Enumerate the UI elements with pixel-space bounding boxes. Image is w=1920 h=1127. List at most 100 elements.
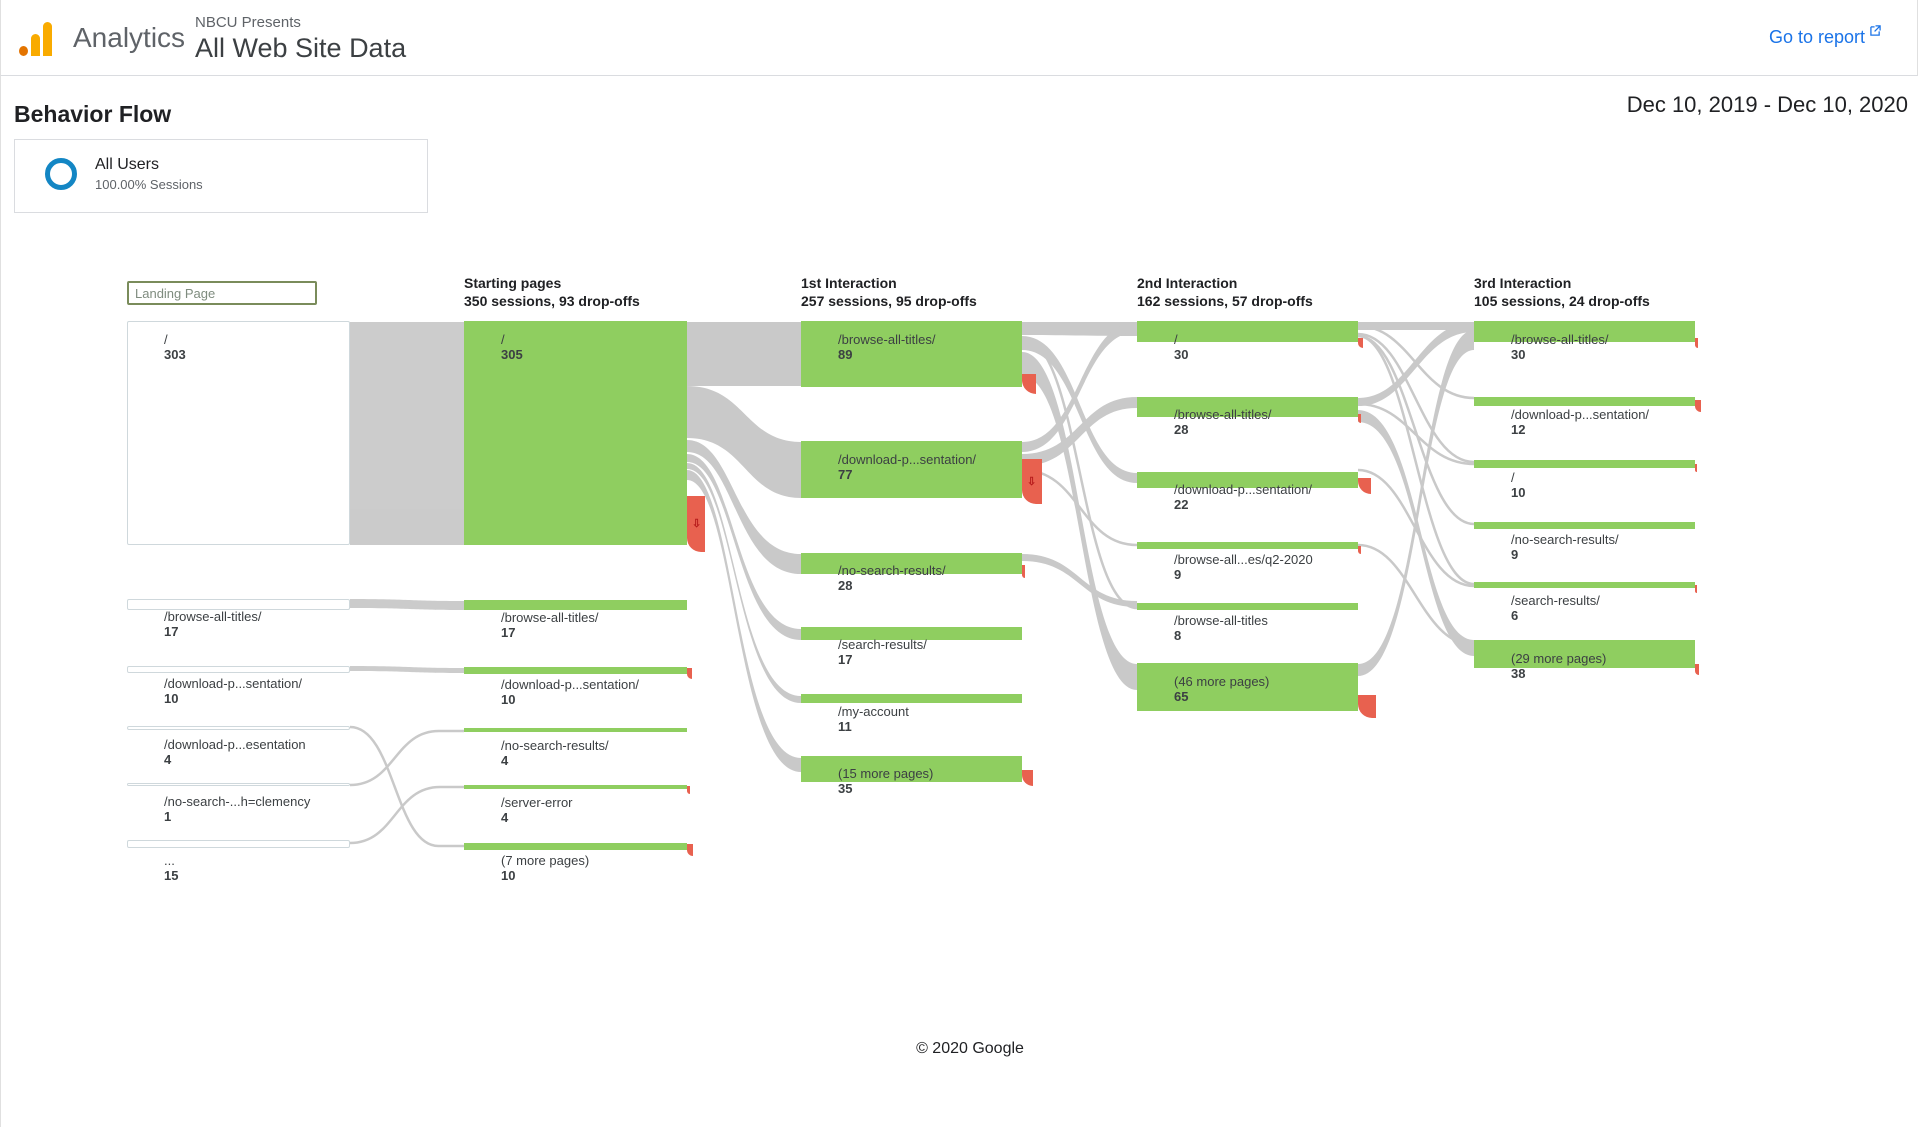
first-node[interactable] xyxy=(801,694,1022,703)
starting-label: /no-search-results/4 xyxy=(501,738,609,768)
dropoff-marker[interactable] xyxy=(1022,770,1033,786)
link-2nd-3rd-f[interactable] xyxy=(1357,332,1475,464)
starting-node[interactable] xyxy=(464,843,687,850)
landing-node[interactable] xyxy=(127,599,350,610)
third-node[interactable] xyxy=(1474,582,1695,588)
external-link-icon[interactable] xyxy=(1870,25,1881,36)
link-start-browse[interactable] xyxy=(687,322,801,386)
dropoff-marker[interactable] xyxy=(1695,464,1697,472)
link-1st-2nd-h[interactable] xyxy=(1021,336,1138,610)
dropoff-marker[interactable] xyxy=(1022,374,1036,394)
landing-node[interactable] xyxy=(127,666,350,673)
dropoff-marker[interactable] xyxy=(1022,459,1042,504)
link-2nd-3rd-c[interactable] xyxy=(1358,330,1474,676)
analytics-logo-icon[interactable] xyxy=(19,20,53,56)
first-node[interactable] xyxy=(801,321,1022,387)
first-node[interactable] xyxy=(801,756,1022,782)
date-range[interactable]: Dec 10, 2019 - Dec 10, 2020 xyxy=(1626,92,1908,117)
col-header-2nd: 2nd Interaction 162 sessions, 57 drop-of… xyxy=(1137,274,1313,310)
landing-page-select[interactable]: Landing Page xyxy=(127,281,317,305)
link-start-nosearch[interactable] xyxy=(687,440,801,574)
dropoff-marker[interactable] xyxy=(1358,338,1363,348)
link-landing-download[interactable] xyxy=(350,666,464,673)
dropoff-marker[interactable] xyxy=(687,844,693,856)
second-label: /download-p...sentation/22 xyxy=(1174,482,1313,512)
link-1st-2nd-a[interactable] xyxy=(1022,322,1137,336)
link-1st-2nd-e[interactable] xyxy=(1022,397,1137,466)
third-node[interactable] xyxy=(1474,460,1695,468)
dropoff-marker[interactable] xyxy=(1358,546,1361,554)
dropoff-marker[interactable] xyxy=(1358,414,1361,423)
link-2nd-3rd-a[interactable] xyxy=(1358,322,1474,330)
dropoff-marker[interactable] xyxy=(1358,695,1376,718)
landing-node[interactable] xyxy=(127,726,350,730)
segment-name: All Users xyxy=(95,156,160,173)
first-node[interactable] xyxy=(801,627,1022,640)
dropoff-marker[interactable] xyxy=(1695,664,1699,675)
link-landing-cross-2[interactable] xyxy=(349,729,464,787)
account-name[interactable]: NBCU Presents xyxy=(195,14,301,31)
starting-node[interactable] xyxy=(464,667,687,674)
dropoff-marker[interactable] xyxy=(687,668,692,679)
third-node[interactable] xyxy=(1474,640,1695,668)
app-name: Analytics xyxy=(73,22,186,53)
dropoff-marker[interactable] xyxy=(1022,565,1025,578)
starting-label: /download-p...sentation/10 xyxy=(501,677,640,707)
starting-node[interactable] xyxy=(464,728,687,732)
landing-node[interactable] xyxy=(127,840,350,848)
link-landing-cross-1[interactable] xyxy=(349,725,464,848)
link-1st-2nd-f[interactable] xyxy=(1022,554,1137,607)
dropoff-arrow-icon: ⇩ xyxy=(692,518,702,530)
dropoff-marker[interactable] xyxy=(1695,585,1697,593)
dropoff-marker[interactable] xyxy=(1695,400,1701,412)
link-landing-root[interactable] xyxy=(350,322,464,545)
second-node[interactable] xyxy=(1137,663,1358,711)
property-name[interactable]: All Web Site Data xyxy=(195,33,407,63)
link-1st-2nd-d[interactable] xyxy=(1022,322,1137,452)
third-node[interactable] xyxy=(1474,397,1695,406)
link-2nd-3rd-e[interactable] xyxy=(1357,324,1475,400)
second-node[interactable] xyxy=(1137,542,1358,549)
go-to-report-link[interactable]: Go to report xyxy=(1768,27,1865,47)
link-2nd-3rd-k[interactable] xyxy=(1357,543,1475,647)
third-node[interactable] xyxy=(1474,321,1695,342)
second-node[interactable] xyxy=(1137,321,1358,342)
link-2nd-3rd-j[interactable] xyxy=(1357,468,1475,588)
col-subtitle: 162 sessions, 57 drop-offs xyxy=(1137,293,1313,309)
first-node[interactable] xyxy=(801,441,1022,498)
first-label: (15 more pages)35 xyxy=(838,766,934,796)
dropoff-marker[interactable] xyxy=(687,786,690,794)
link-start-download[interactable] xyxy=(687,386,801,498)
link-2nd-3rd-i[interactable] xyxy=(1357,402,1475,466)
link-landing-cross-3[interactable] xyxy=(349,785,464,845)
second-node[interactable] xyxy=(1137,472,1358,488)
dropoff-marker[interactable] xyxy=(1358,478,1371,494)
landing-label: /download-p...sentation/10 xyxy=(164,676,303,706)
third-label: (29 more pages)38 xyxy=(1511,651,1607,681)
landing-node[interactable] xyxy=(127,783,350,786)
starting-node[interactable] xyxy=(464,785,687,789)
link-1st-2nd-b[interactable] xyxy=(1022,336,1137,483)
segment-card[interactable]: All Users 100.00% Sessions xyxy=(14,139,428,213)
landing-label: /browse-all-titles/17 xyxy=(164,609,262,639)
link-2nd-3rd-h[interactable] xyxy=(1357,334,1475,586)
third-label: /10 xyxy=(1511,470,1526,500)
first-node[interactable] xyxy=(801,553,1022,574)
link-landing-browse[interactable] xyxy=(350,599,464,610)
second-node[interactable] xyxy=(1137,603,1358,610)
third-node[interactable] xyxy=(1474,522,1695,529)
dropoff-marker[interactable] xyxy=(1695,338,1698,348)
link-1st-2nd-c[interactable] xyxy=(1022,352,1137,690)
link-2nd-3rd-g[interactable] xyxy=(1357,334,1475,526)
link-2nd-3rd-d[interactable] xyxy=(1358,410,1474,656)
starting-node[interactable] xyxy=(464,321,687,545)
col-subtitle: 257 sessions, 95 drop-offs xyxy=(801,293,977,309)
dropoff-marker[interactable] xyxy=(687,496,705,552)
landing-node[interactable] xyxy=(127,321,350,545)
second-node[interactable] xyxy=(1137,397,1358,417)
starting-node[interactable] xyxy=(464,600,687,610)
col-title: 1st Interaction xyxy=(801,275,897,291)
